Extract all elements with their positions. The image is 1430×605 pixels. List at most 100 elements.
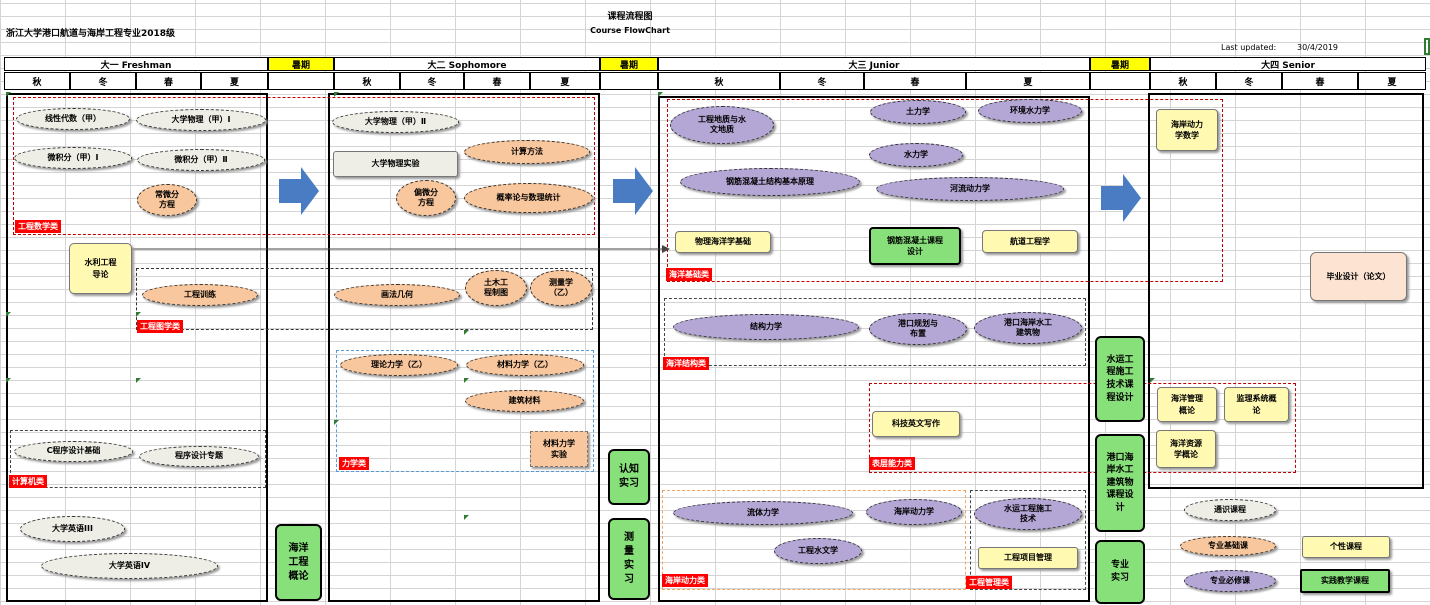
course-mechanics-of-materials[interactable]: 材料力学（乙） xyxy=(466,354,584,376)
category-eng-mgmt: 工程管理类 xyxy=(966,576,1012,589)
cell-comment-marker xyxy=(464,330,469,335)
category-math: 工程数学类 xyxy=(15,220,61,233)
course-materials-lab[interactable]: 材料力学 实验 xyxy=(530,431,588,467)
course-environmental-hydraulics[interactable]: 环境水力学 xyxy=(978,99,1082,123)
course-supervision-systems[interactable]: 监理系统概 论 xyxy=(1224,387,1289,422)
course-ocean-management[interactable]: 海洋管理 概论 xyxy=(1157,387,1217,422)
course-probability[interactable]: 概率论与数理统计 xyxy=(464,183,593,213)
cell-comment-marker xyxy=(334,92,339,97)
year-3-frame xyxy=(658,96,1090,602)
course-survey-practice[interactable]: 测 量 实 习 xyxy=(608,518,650,600)
next-year-arrow-icon xyxy=(279,167,319,215)
mechanics-region xyxy=(336,350,594,472)
course-english-writing[interactable]: 科技英文写作 xyxy=(872,411,960,437)
season-autumn: 秋 xyxy=(4,72,70,90)
course-graduation-project[interactable]: 毕业设计（论文） xyxy=(1310,252,1407,301)
course-calculus-2[interactable]: 微积分（甲）Ⅱ xyxy=(137,149,265,171)
ocean-struct-region xyxy=(664,298,1086,366)
course-coastal-math[interactable]: 海岸动力 学数学 xyxy=(1156,109,1218,151)
course-waterway-engineering[interactable]: 航道工程学 xyxy=(982,230,1078,253)
course-ocean-resources[interactable]: 海洋资源 学概论 xyxy=(1156,430,1216,468)
course-c-programming[interactable]: C程序设计基础 xyxy=(14,441,133,462)
season-spring: 春 xyxy=(136,72,201,90)
course-linear-algebra[interactable]: 线性代数（甲） xyxy=(16,108,130,130)
course-soil-mechanics[interactable]: 土力学 xyxy=(870,100,966,124)
summer-2-header: 暑期 xyxy=(600,57,658,71)
legend-practice: 实践教学课程 xyxy=(1300,569,1390,593)
course-descriptive-geometry[interactable]: 画法几何 xyxy=(334,284,460,306)
legend-personal: 个性课程 xyxy=(1302,536,1390,558)
course-fluid-mechanics[interactable]: 流体力学 xyxy=(673,501,853,525)
course-structural-mechanics[interactable]: 结构力学 xyxy=(673,314,859,340)
legend-basic: 专业基础课 xyxy=(1180,536,1276,556)
eng-mgmt-region xyxy=(970,490,1086,590)
course-physics-1[interactable]: 大学物理（甲）Ⅰ xyxy=(136,109,266,131)
course-calculus-1[interactable]: 微积分（甲）Ⅰ xyxy=(14,147,132,169)
course-physics-lab[interactable]: 大学物理实验 xyxy=(333,151,458,177)
season-summer: 夏 xyxy=(201,72,268,90)
course-professional-practice[interactable]: 专业 实习 xyxy=(1095,540,1145,604)
season-autumn: 秋 xyxy=(334,72,400,90)
category-computer: 计算机类 xyxy=(9,475,47,488)
next-year-arrow-icon xyxy=(1101,174,1141,222)
course-project-management[interactable]: 工程项目管理 xyxy=(978,547,1078,569)
summer-3-header: 暑期 xyxy=(1090,57,1150,71)
course-building-materials[interactable]: 建筑材料 xyxy=(465,390,584,412)
connector-line xyxy=(130,245,670,253)
year-2-frame xyxy=(328,93,600,602)
course-ocean-engineering-intro[interactable]: 海洋 工程 概论 xyxy=(275,524,322,601)
course-surveying[interactable]: 测量学 （乙） xyxy=(530,270,592,306)
course-hydraulics[interactable]: 水力学 xyxy=(869,143,963,167)
course-river-dynamics[interactable]: 河流动力学 xyxy=(876,177,1064,201)
cell-cursor[interactable] xyxy=(1424,38,1430,55)
course-port-structures[interactable]: 港口海岸水工 建筑物 xyxy=(974,312,1082,344)
course-physics-2[interactable]: 大学物理（甲）Ⅱ xyxy=(332,111,459,133)
course-engineering-training[interactable]: 工程训练 xyxy=(142,284,258,306)
course-construction-tech[interactable]: 水运工程施工 技术 xyxy=(974,498,1082,530)
season-winter: 冬 xyxy=(1216,72,1282,90)
course-programming-topics[interactable]: 程序设计专题 xyxy=(139,446,259,467)
course-pde[interactable]: 偏微分 方程 xyxy=(396,180,456,216)
course-physical-oceanography[interactable]: 物理海洋学基础 xyxy=(675,231,771,253)
category-ocean-struct: 海洋结构类 xyxy=(663,357,709,370)
season-summer: 夏 xyxy=(1358,72,1426,90)
season-summer: 夏 xyxy=(530,72,600,90)
course-geology[interactable]: 工程地质与水 文地质 xyxy=(670,106,774,144)
course-rc-principles[interactable]: 钢筋混凝土结构基本原理 xyxy=(680,168,860,196)
cell-comment-marker xyxy=(136,378,141,383)
season-winter: 冬 xyxy=(400,72,464,90)
drawing-region xyxy=(136,268,593,330)
season-summer: 夏 xyxy=(966,72,1090,90)
year-4-header: 大四 Senior xyxy=(1150,57,1426,71)
course-rc-design[interactable]: 钢筋混凝土课程 设计 xyxy=(869,227,961,265)
updated-label: Last updated: xyxy=(1221,43,1277,52)
course-construction-design[interactable]: 水运工 程施工 技术课 程设计 xyxy=(1095,336,1145,422)
course-ode[interactable]: 常微分 方程 xyxy=(137,184,197,216)
course-theoretical-mechanics[interactable]: 理论力学（乙） xyxy=(340,354,458,376)
course-english-4[interactable]: 大学英语IV xyxy=(41,553,218,579)
cell-comment-marker xyxy=(1150,378,1155,383)
season-spring: 春 xyxy=(464,72,530,90)
course-cognitive-practice[interactable]: 认知 实习 xyxy=(608,449,650,505)
course-english-3[interactable]: 大学英语III xyxy=(20,516,125,542)
course-port-structures-design[interactable]: 港口海 岸水工 建筑物 课程设 计 xyxy=(1095,434,1145,532)
cell-comment-marker xyxy=(6,312,11,317)
year-1-frame xyxy=(6,93,268,602)
summer-blank xyxy=(1090,72,1150,90)
school-title: 浙江大学港口航道与海岸工程专业2018级 xyxy=(6,29,176,39)
course-hydraulic-intro[interactable]: 水利工程 导论 xyxy=(69,243,132,294)
summer-blank xyxy=(600,72,658,90)
category-drawing: 工程图学类 xyxy=(137,320,183,333)
course-civil-drawing[interactable]: 土木工 程制图 xyxy=(465,270,527,306)
cell-comment-marker xyxy=(658,92,663,97)
subtitle: Course FlowChart xyxy=(590,26,670,35)
category-ocean-dynamics: 海岸动力类 xyxy=(662,574,708,587)
season-spring: 春 xyxy=(1282,72,1358,90)
cell-comment-marker xyxy=(464,515,469,520)
expression-region xyxy=(869,383,1296,473)
course-numerical-methods[interactable]: 计算方法 xyxy=(464,140,590,164)
updated-date: 30/4/2019 xyxy=(1297,43,1339,52)
course-engineering-hydrology[interactable]: 工程水文学 xyxy=(774,538,862,564)
course-coastal-dynamics[interactable]: 海岸动力学 xyxy=(866,499,962,525)
course-port-planning[interactable]: 港口规划与 布置 xyxy=(869,313,967,345)
